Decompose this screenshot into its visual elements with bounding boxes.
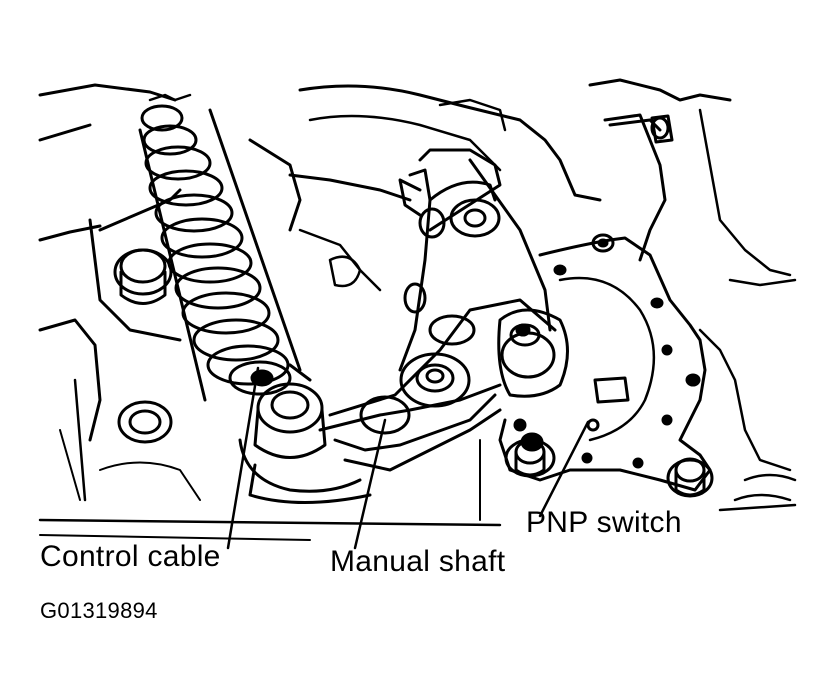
- housing-outline: [38, 78, 797, 541]
- figure-code: G01319894: [40, 598, 158, 623]
- pnp-switch-label: PNP switch: [526, 506, 682, 539]
- leader-lines: [226, 366, 590, 550]
- manual-shaft-leader: [353, 418, 387, 550]
- control-cable-boot: [138, 93, 312, 402]
- control-cable-leader: [226, 366, 260, 550]
- control-cable-label: Control cable: [40, 540, 221, 573]
- cable-end-linkage: [238, 382, 372, 504]
- pnp-switch-bolts: [504, 438, 714, 498]
- pnp-switch-plate: [498, 233, 712, 492]
- bracket-stud: [608, 114, 674, 144]
- manual-shaft-lever: [318, 148, 569, 472]
- pnp-switch-leader: [538, 420, 590, 518]
- manual-shaft-label: Manual shaft: [330, 545, 506, 578]
- housing-bolt: [113, 248, 173, 444]
